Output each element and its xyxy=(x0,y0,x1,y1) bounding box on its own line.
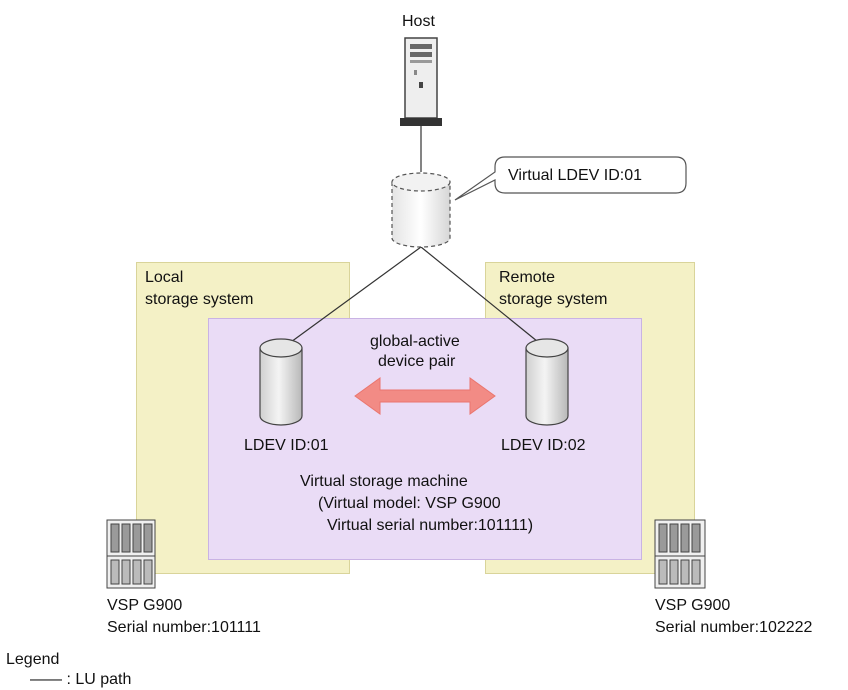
vsm-label-line1: Virtual storage machine xyxy=(300,473,468,490)
pair-label-line2: device pair xyxy=(378,353,456,370)
local-serial-label: Serial number:101111 xyxy=(107,619,261,636)
local-storage-title-line2: storage system xyxy=(145,291,254,308)
remote-ldev-icon xyxy=(525,338,569,426)
legend-title: Legend xyxy=(6,651,60,668)
local-storage-rack-icon xyxy=(106,519,156,589)
local-model-label: VSP G900 xyxy=(107,597,183,614)
local-ldev-label: LDEV ID:01 xyxy=(244,437,329,454)
remote-serial-label: Serial number:102222 xyxy=(655,619,813,636)
remote-storage-title-line2: storage system xyxy=(499,291,608,308)
virtual-volume-icon xyxy=(391,172,451,248)
legend-lu-path: —— : LU path xyxy=(30,671,132,688)
lu-path-lines xyxy=(279,126,549,351)
vsm-label-line2: (Virtual model: VSP G900 xyxy=(318,495,501,512)
virtual-ldev-callout-bubble xyxy=(454,156,687,201)
virtual-ldev-callout-text: Virtual LDEV ID:01 xyxy=(508,167,642,184)
remote-model-label: VSP G900 xyxy=(655,597,731,614)
pair-label-line1: global-active xyxy=(370,333,460,350)
host-label: Host xyxy=(402,13,435,30)
remote-storage-rack-icon xyxy=(654,519,706,589)
remote-storage-title-line1: Remote xyxy=(499,269,556,286)
host-server-icon xyxy=(400,37,442,126)
local-ldev-icon xyxy=(259,338,303,426)
pair-double-arrow xyxy=(354,377,496,415)
vsm-label-line3: Virtual serial number:101111) xyxy=(327,517,534,534)
remote-ldev-label: LDEV ID:02 xyxy=(501,437,586,454)
local-storage-title-line1: Local xyxy=(145,269,184,286)
